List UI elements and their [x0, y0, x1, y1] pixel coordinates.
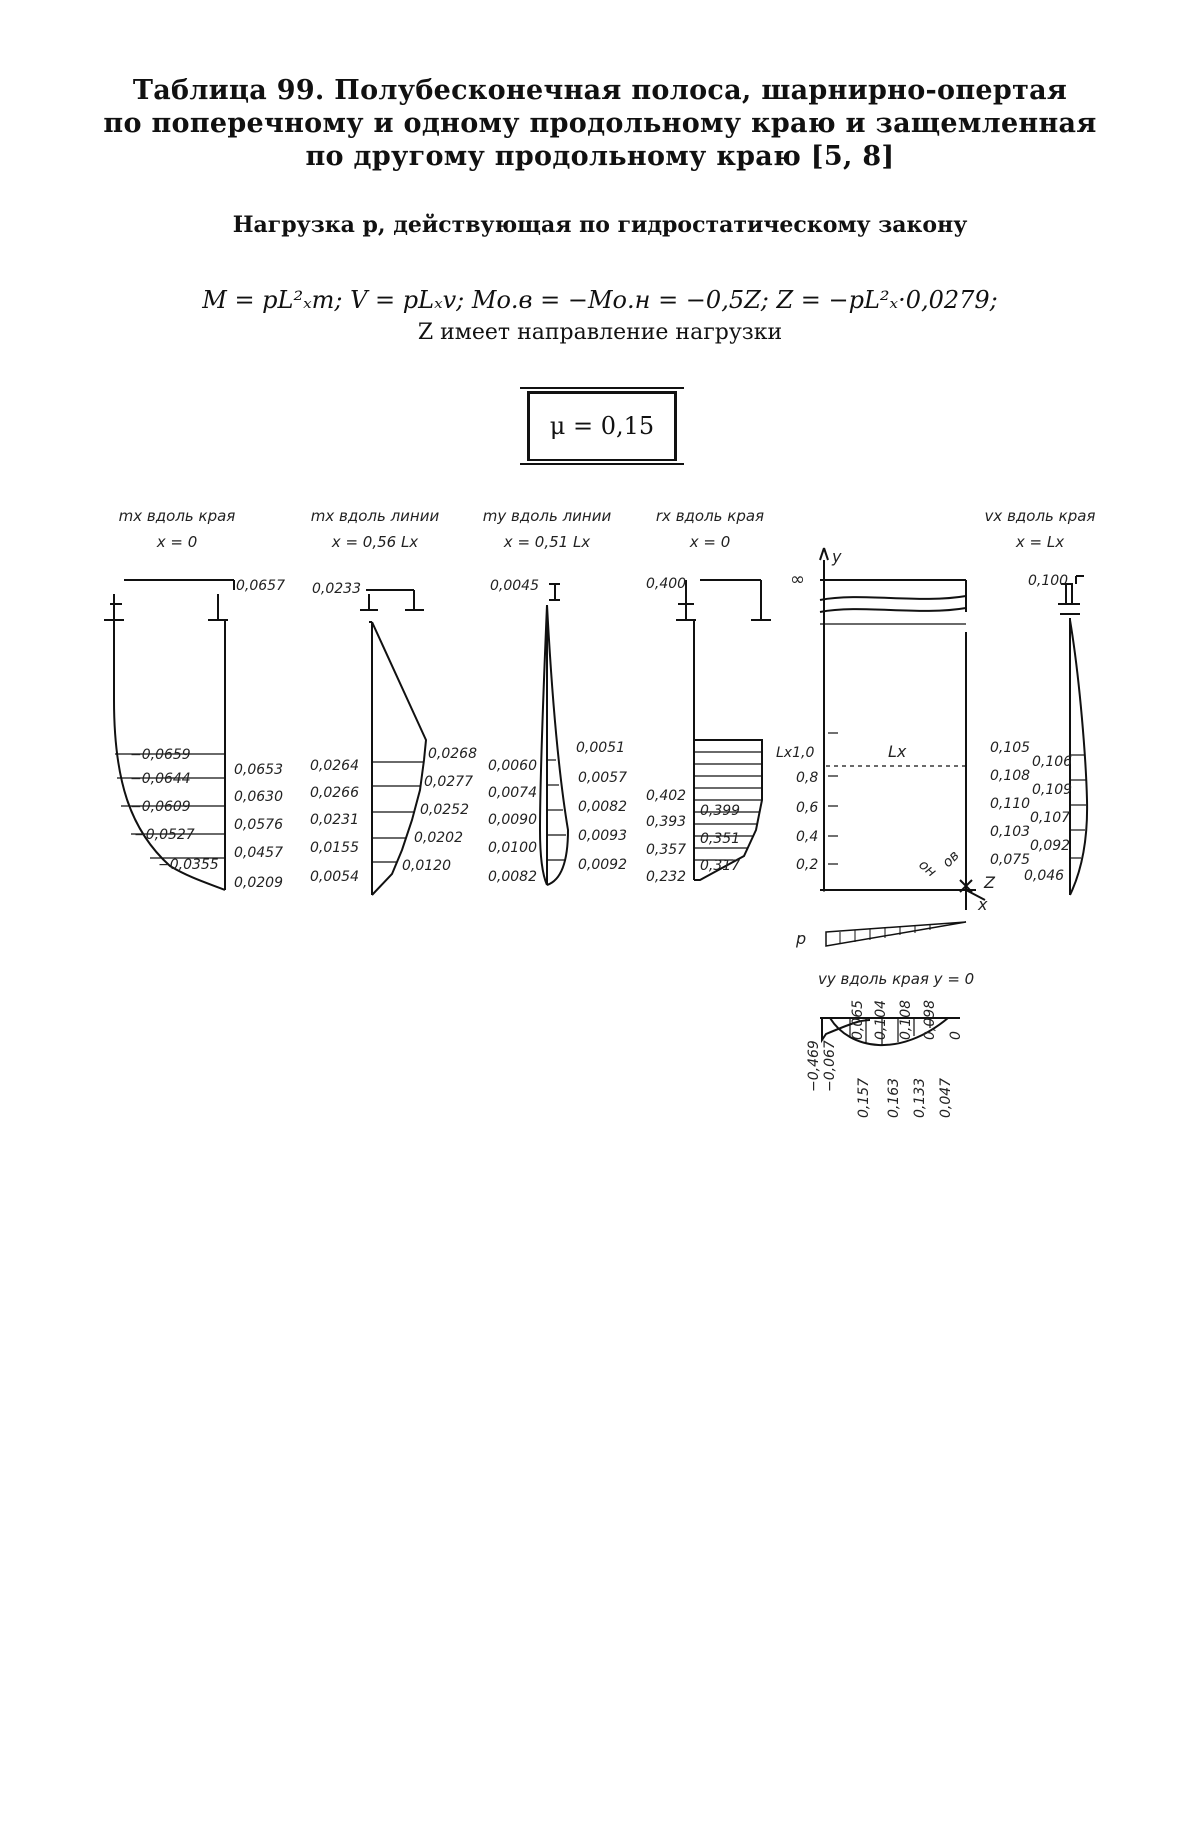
- tick-04: 0,4: [796, 829, 818, 845]
- d3-left-1: 0,0060: [488, 758, 537, 774]
- x-axis-label: x: [977, 895, 988, 914]
- d3-right-5: 0,0092: [578, 857, 627, 873]
- d4-right-1: 0,399: [700, 803, 740, 819]
- d1-left-2: −0,0644: [130, 771, 191, 787]
- d4-top: 0,400: [646, 576, 686, 592]
- vy-neg-2: −0,067: [822, 1040, 838, 1092]
- d3-left-5: 0,0082: [488, 869, 537, 885]
- d1-top: 0,0657: [236, 578, 285, 594]
- d1-right-4: 0,0457: [234, 845, 283, 861]
- vy-upper-4: 0,098: [922, 1000, 938, 1040]
- d6-left-2: 0,108: [990, 768, 1030, 784]
- d1-left-1: −0,0659: [130, 747, 191, 763]
- d2-left-1: 0,0264: [310, 758, 359, 774]
- d1-left-4: −0,0527: [134, 827, 195, 843]
- d1-right-3: 0,0576: [234, 817, 283, 833]
- d3-right-4: 0,0093: [578, 828, 627, 844]
- d4-left-4: 0,232: [646, 869, 686, 885]
- d2-right-4: 0,0202: [414, 830, 463, 846]
- d2-left-3: 0,0231: [310, 812, 359, 828]
- vy-upper-3: 0,108: [898, 1000, 914, 1040]
- d4-left-1: 0,402: [646, 788, 686, 804]
- d6-left-4: 0,103: [990, 824, 1030, 840]
- z-axis-label: Z: [983, 873, 996, 892]
- tick-06: 0,6: [796, 800, 818, 816]
- tick-lx-1: Lx1,0: [776, 745, 814, 761]
- vy-lower-2: 0,163: [886, 1078, 902, 1118]
- d6-right-4: 0,092: [1030, 838, 1070, 854]
- ov-label: oв: [940, 848, 963, 871]
- d3-right-1: 0,0051: [576, 740, 625, 756]
- vy-upper-1: 0,065: [850, 1000, 866, 1040]
- d3-left-2: 0,0074: [488, 785, 537, 801]
- vy-upper-2: 0,104: [873, 1000, 889, 1040]
- d3-right-3: 0,0082: [578, 799, 627, 815]
- d2-right-5: 0,0120: [402, 858, 451, 874]
- d2-right-3: 0,0252: [420, 802, 469, 818]
- d2-left-4: 0,0155: [310, 840, 359, 856]
- diagram-mx-line: [360, 590, 426, 895]
- d1-left-5: −0,0355: [158, 857, 219, 873]
- load-label: p: [795, 929, 806, 948]
- d3-left-4: 0,0100: [488, 840, 537, 856]
- diagram-vy-edge: [820, 1018, 960, 1045]
- vy-upper-5: 0: [948, 1031, 964, 1040]
- diagram-my-line: [540, 584, 568, 885]
- d6-left-1: 0,105: [990, 740, 1030, 756]
- d6-top: 0,100: [1028, 573, 1068, 589]
- d6-right-2: 0,109: [1032, 782, 1072, 798]
- y-axis-label: y: [831, 547, 842, 566]
- on-label: oн: [915, 857, 939, 881]
- d4-left-3: 0,357: [646, 842, 686, 858]
- d6-right-5: 0,046: [1024, 868, 1064, 884]
- d1-right-2: 0,0630: [234, 789, 283, 805]
- span-label: Lx: [888, 742, 907, 761]
- d2-right-2: 0,0277: [424, 774, 473, 790]
- vy-lower-1: 0,157: [856, 1078, 872, 1118]
- d6-right-1: 0,106: [1032, 754, 1072, 770]
- tick-02: 0,2: [796, 857, 818, 873]
- d4-right-3: 0,317: [700, 858, 740, 874]
- vy-neg-1: −0,469: [806, 1040, 822, 1092]
- d1-left-3: −0,0609: [130, 799, 191, 815]
- vy-lower-3: 0,133: [912, 1078, 928, 1118]
- d6-left-3: 0,110: [990, 796, 1030, 812]
- vy-caption: vy вдоль края y = 0: [818, 970, 974, 988]
- infinity-mark: ∞: [790, 569, 805, 590]
- d1-right-1: 0,0653: [234, 762, 283, 778]
- tick-08: 0,8: [796, 770, 818, 786]
- vy-lower-4: 0,047: [938, 1078, 954, 1118]
- d3-left-3: 0,0090: [488, 812, 537, 828]
- d6-left-5: 0,075: [990, 852, 1030, 868]
- d2-left-2: 0,0266: [310, 785, 359, 801]
- d2-top: 0,0233: [312, 581, 361, 597]
- d6-right-3: 0,107: [1030, 810, 1070, 826]
- d1-right-5: 0,0209: [234, 875, 283, 891]
- d4-right-2: 0,351: [700, 831, 740, 847]
- d2-right-1: 0,0268: [428, 746, 477, 762]
- d3-top: 0,0045: [490, 578, 539, 594]
- d3-right-2: 0,0057: [578, 770, 627, 786]
- diagram-mx-edge: [104, 580, 234, 890]
- d4-left-2: 0,393: [646, 814, 686, 830]
- d2-left-5: 0,0054: [310, 869, 359, 885]
